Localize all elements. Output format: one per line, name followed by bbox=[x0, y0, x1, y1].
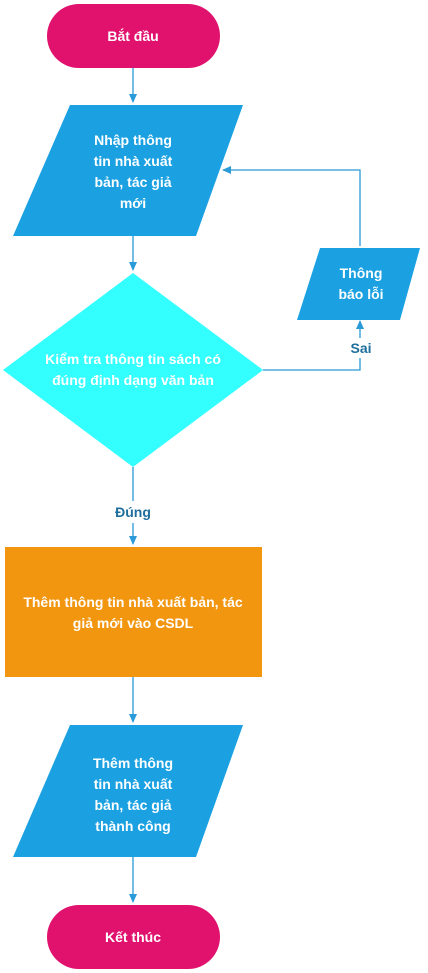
input-label: Nhập thông tin nhà xuất bản, tác giả mới bbox=[94, 132, 173, 211]
arrow-error-to-input bbox=[222, 166, 361, 246]
input-label-line: bản, tác giả bbox=[94, 174, 171, 190]
input-label-line: tin nhà xuất bbox=[94, 153, 173, 169]
error-node: Thông báo lỗi bbox=[297, 248, 420, 320]
error-label: Thông báo lỗi bbox=[338, 265, 383, 302]
input-node: Nhập thông tin nhà xuất bản, tác giả mới bbox=[13, 105, 243, 236]
success-label: Thêm thông tin nhà xuất bản, tác giả thành … bbox=[93, 755, 173, 834]
save-label-line: giả mới vào CSDL bbox=[73, 615, 194, 631]
check-node: Kiểm tra thông tin sách có đúng định dạng… bbox=[3, 273, 263, 467]
error-label-line: báo lỗi bbox=[338, 286, 383, 302]
end-node: Kết thúc bbox=[47, 905, 220, 969]
success-label-line: thành công bbox=[95, 818, 170, 834]
arrow-check-to-error bbox=[263, 320, 364, 371]
success-label-line: tin nhà xuất bbox=[94, 776, 173, 792]
save-node: Thêm thông tin nhà xuất bản, tác giả mới … bbox=[5, 547, 262, 677]
save-label-line: Thêm thông tin nhà xuất bản, tác bbox=[23, 594, 243, 610]
edge-label-yes: Đúng bbox=[115, 504, 151, 520]
check-label-line: đúng định dạng văn bản bbox=[52, 372, 214, 388]
edge-label-no: Sai bbox=[350, 340, 371, 356]
input-label-line: mới bbox=[120, 195, 146, 211]
success-label-line: Thêm thông bbox=[93, 755, 173, 771]
save-label: Thêm thông tin nhà xuất bản, tác giả mới … bbox=[23, 594, 243, 631]
error-label-line: Thông bbox=[340, 265, 383, 281]
start-label: Bắt đầu bbox=[107, 27, 158, 44]
success-label-line: bản, tác giả bbox=[94, 797, 171, 813]
success-node: Thêm thông tin nhà xuất bản, tác giả thành … bbox=[13, 725, 243, 857]
check-label-line: Kiểm tra thông tin sách có bbox=[45, 351, 221, 367]
input-label-line: Nhập thông bbox=[94, 132, 172, 148]
check-label: Kiểm tra thông tin sách có đúng định dạng… bbox=[45, 351, 221, 388]
end-label: Kết thúc bbox=[105, 929, 161, 945]
start-node: Bắt đầu bbox=[47, 4, 220, 68]
